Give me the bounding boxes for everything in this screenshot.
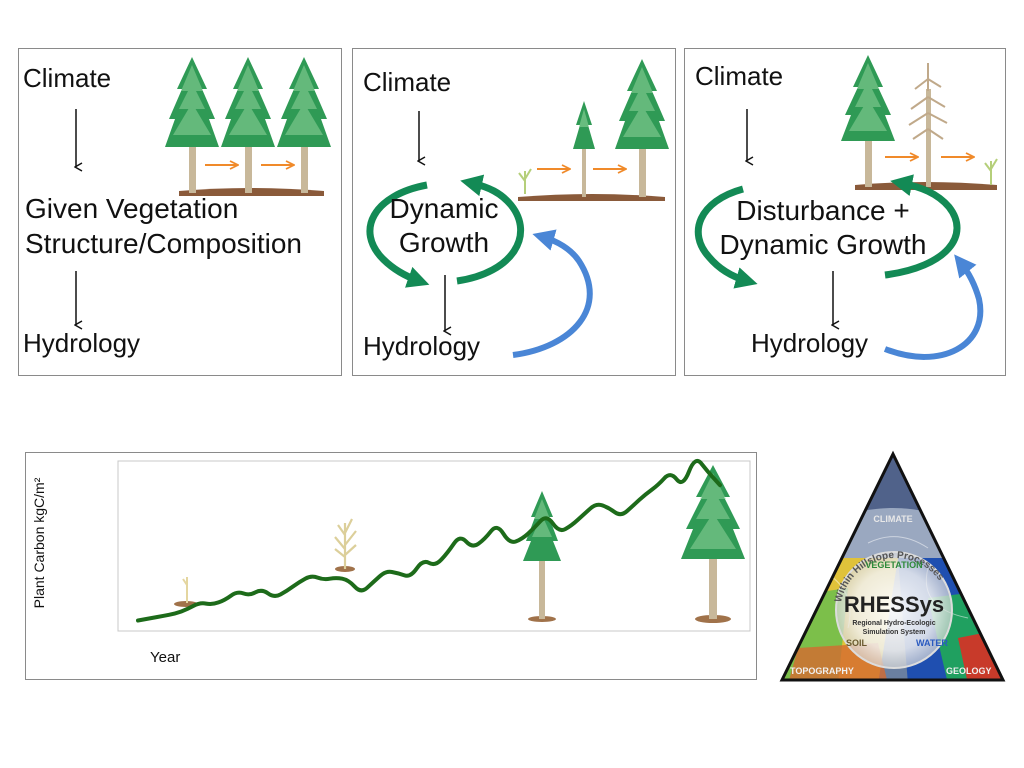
feedback-arrow-icon [883, 254, 984, 360]
growth-cycle-arrow-icon [366, 181, 430, 288]
y-axis-label: Plant Carbon kgC/m² [31, 477, 47, 609]
young-tree-icon [334, 518, 357, 572]
feedback-arrow-icon [512, 229, 593, 358]
seedling-icon [518, 168, 532, 194]
panel-disturbance: Climate Disturbance + Dynamic Growth Hyd… [684, 48, 1006, 376]
dynamic-growth-line2: Growth [398, 227, 490, 258]
plant-carbon-chart [117, 459, 751, 632]
logo-subtitle-line2: Simulation System [862, 629, 926, 636]
panel1-graphics [19, 57, 331, 376]
mature-tree-icon [221, 57, 275, 193]
mature-tree-icon [165, 57, 219, 193]
logo-water-label: WATER [916, 638, 948, 648]
mature-tree-icon [681, 465, 745, 623]
dead-tree-icon [908, 63, 948, 187]
plot-area [117, 460, 751, 632]
dynamic-growth-line1: Dynamic [389, 193, 499, 224]
chart-series-layer [136, 459, 722, 623]
growth-cycle-arrow-icon [884, 174, 961, 279]
seedling-icon [984, 158, 998, 185]
ground-icon [518, 194, 665, 201]
hydrology-label: Hydrology [363, 331, 481, 361]
disturbance-line1: Disturbance + [736, 195, 910, 226]
panel2-graphics [366, 59, 669, 358]
logo-geology-label: GEOLOGY [946, 666, 992, 676]
mature-tree-icon [841, 55, 895, 187]
hydrology-label: Hydrology [23, 328, 141, 358]
disturbance-line2: Dynamic Growth [719, 229, 927, 260]
logo-center-circle [835, 551, 953, 669]
panel-given-vegetation: Climate Given Vegetation Structure/Compo… [18, 48, 342, 376]
plant-carbon-series-line [136, 459, 722, 623]
logo-climate-label: CLIMATE [873, 514, 913, 524]
panel-dynamic-growth: Climate Dynamic Growth Hydrology [352, 48, 676, 376]
growth-cycle-arrow-icon [456, 174, 525, 285]
climate-label: Climate [695, 61, 784, 91]
plant-carbon-chart-panel: Year Plant Carbon kgC/m² [25, 452, 757, 680]
climate-label: Climate [363, 67, 452, 97]
vegetation-label-line1: Given Vegetation [25, 193, 239, 224]
logo-name: RHESSys [843, 592, 945, 617]
logo-triangle-border [779, 450, 1006, 682]
panel3-graphics [694, 55, 998, 360]
growth-cycle-arrow-icon [694, 185, 758, 289]
logo-topography-label: TOPOGRAPHY [790, 666, 854, 676]
x-axis-label: Year [150, 649, 181, 666]
rhessys-logo: Within Hillslope Processes CLIMATE VEGET… [778, 448, 1008, 684]
sapling-tree-icon [573, 101, 595, 197]
mature-tree-icon [615, 59, 669, 197]
logo-soil-label: SOIL [846, 638, 868, 648]
rhessys-logo-graphic: Within Hillslope Processes [779, 450, 1006, 682]
vegetation-label-line2: Structure/Composition [25, 228, 303, 259]
hydrology-label: Hydrology [751, 328, 869, 358]
climate-label: Climate [23, 63, 112, 93]
logo-vegetation-label: VEGETATION [865, 560, 923, 570]
logo-subtitle-line1: Regional Hydro-Ecologic [852, 620, 936, 627]
mature-tree-icon [277, 57, 331, 193]
